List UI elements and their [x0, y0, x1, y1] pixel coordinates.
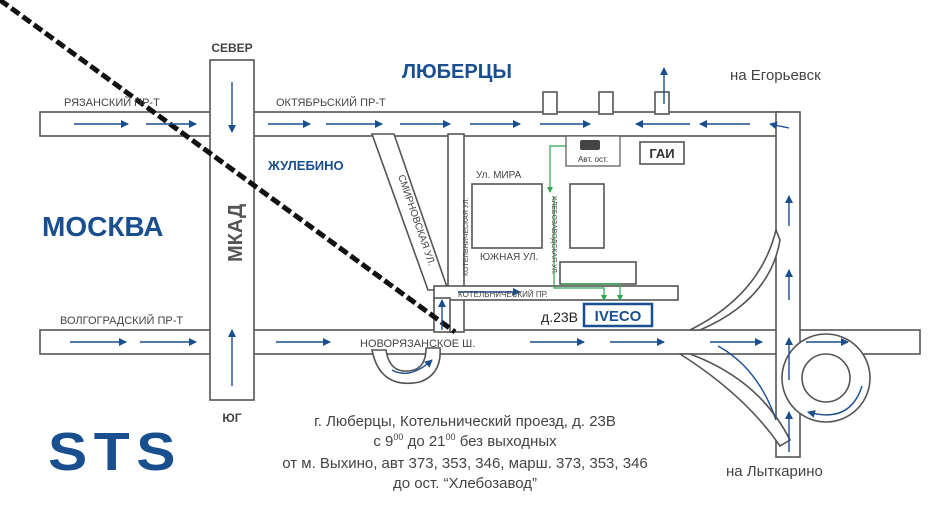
info-transport: от м. Выхино, авт 373, 353, 346, марш. 3… [282, 455, 648, 472]
block-1 [471, 183, 543, 249]
block-2 [569, 183, 605, 249]
info-stop: до ост. “Хлебозавод” [393, 475, 537, 492]
loop-ramp [677, 353, 792, 448]
road-network [0, 0, 921, 458]
route-line-2 [553, 196, 607, 301]
route-line-3 [562, 283, 623, 301]
label-moscow: МОСКВА [42, 211, 163, 242]
bus-stop: Авт. ост. [565, 135, 621, 167]
label-kotelnichesky-pr: КОТЕЛЬНИЧЕСКИЙ ПР. [458, 290, 548, 299]
traffic-arrows [70, 67, 863, 452]
info-hours: с 900 до 2100 без выходных [373, 432, 557, 450]
label-yuzhnaya: ЮЖНАЯ УЛ. [480, 252, 538, 263]
sts-logo: STS [48, 422, 182, 482]
route-from-bus-stop [547, 145, 623, 301]
label-to-lytkarino: на Лыткарино [726, 463, 823, 480]
gai-label: ГАИ [649, 146, 674, 161]
road-stub-1 [542, 91, 558, 115]
info-address: г. Люберцы, Котельнический проезд, д. 23… [314, 413, 616, 430]
bus-icon [580, 140, 600, 150]
label-to-egoryevsk: на Егорьевск [730, 67, 821, 84]
label-volgogradsky: ВОЛГОГРАДСКИЙ ПР-Т [60, 314, 183, 327]
bus-stop-box [565, 135, 621, 167]
iveco-logo [582, 302, 654, 328]
gai-box [639, 141, 685, 165]
label-mkad: МКАД [225, 204, 247, 262]
route-line-1 [547, 145, 572, 193]
iveco-label: IVECO [595, 308, 642, 325]
label-zhulebino: ЖУЛЕБИНО [267, 158, 344, 173]
loop-small [371, 347, 441, 384]
label-lyubertsy: ЛЮБЕРЦЫ [402, 61, 512, 83]
label-oktyabrsky: ОКТЯБРЬСКИЙ ПР-Т [276, 96, 386, 109]
building-number: д.23В [541, 309, 578, 325]
arrow-27 [391, 359, 433, 374]
bus-stop-label: Авт. ост. [578, 155, 608, 164]
arrow-29 [717, 345, 777, 421]
loop-curve-top [689, 227, 781, 331]
road-stub-3 [654, 91, 670, 115]
label-kotelnicheskaya: КОТЕЛЬНИЧЕСКАЯ УЛ. [463, 197, 470, 276]
label-novoryazanskoe: НОВОРЯЗАНСКОЕ Ш. [360, 338, 475, 350]
arrow-28 [807, 385, 863, 418]
loop-left-inner [801, 353, 851, 403]
label-south: ЮГ [222, 411, 241, 425]
railway [0, 0, 457, 335]
contact-info: г. Люберцы, Котельнический проезд, д. 23… [282, 413, 648, 492]
road-kotelnicheskaya [447, 133, 465, 333]
arrow-10 [769, 121, 790, 130]
label-khlebozavodskaya: ХЛЕБОЗАВОДСКАЯ УЛ. [550, 196, 557, 275]
label-north: СЕВЕР [211, 41, 252, 55]
label-mira: Ул. МИРА [476, 170, 522, 181]
block-3 [559, 261, 637, 285]
road-stub-2 [598, 91, 614, 115]
label-ryazansky: РЯЗАНСКИЙ ПР-Т [64, 96, 160, 109]
